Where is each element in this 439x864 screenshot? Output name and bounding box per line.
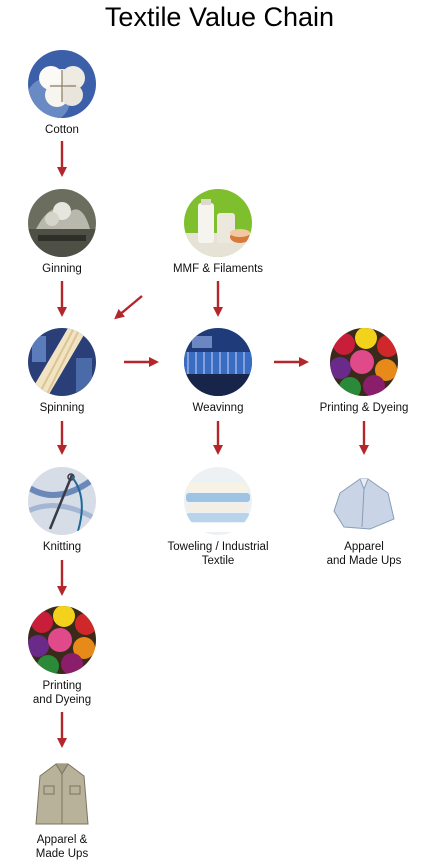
printing-dyeing-left-label: Printing and Dyeing xyxy=(32,680,92,706)
apparel-right-label: Apparel and Made Ups xyxy=(326,541,402,567)
toweling-label: Toweling / Industrial Textile xyxy=(167,541,269,567)
dyed-yarn-left-image xyxy=(28,606,96,674)
node-weaving: Weavinng xyxy=(148,328,288,415)
spinning-image xyxy=(28,328,96,396)
cotton-label: Cotton xyxy=(45,124,79,136)
jacket-image xyxy=(28,758,96,828)
spinning-label: Spinning xyxy=(39,402,85,414)
ginning-image xyxy=(28,189,96,257)
node-printing-dyeing-left: Printing and Dyeing xyxy=(0,606,132,707)
diagram-title: Textile Value Chain xyxy=(104,2,335,32)
apparel-left-label: Apparel & Made Ups xyxy=(35,834,89,860)
node-apparel-left: Apparel & Made Ups xyxy=(0,758,132,861)
printing-dyeing-right-label: Printing & Dyeing xyxy=(319,402,409,414)
node-knitting: Knitting xyxy=(0,467,132,554)
cotton-image xyxy=(28,50,96,118)
mmf-label: MMF & Filaments xyxy=(172,263,264,275)
node-spinning: Spinning xyxy=(0,328,132,415)
shirt-image xyxy=(330,467,398,535)
node-ginning: Ginning xyxy=(0,189,132,276)
node-apparel-right: Apparel and Made Ups xyxy=(294,467,434,568)
weaving-image xyxy=(184,328,252,396)
weaving-label: Weavinng xyxy=(192,402,244,414)
dyed-yarn-image xyxy=(330,328,398,396)
node-mmf: MMF & Filaments xyxy=(148,189,288,276)
knitting-image xyxy=(28,467,96,535)
ginning-label: Ginning xyxy=(42,263,82,275)
towels-image xyxy=(184,467,252,535)
node-cotton: Cotton xyxy=(0,50,132,137)
node-printing-dyeing-right: Printing & Dyeing xyxy=(294,328,434,415)
node-toweling: Toweling / Industrial Textile xyxy=(148,467,288,568)
arrow-mmf-spinning xyxy=(114,295,143,320)
knitting-label: Knitting xyxy=(42,541,82,553)
mmf-image xyxy=(184,189,252,257)
